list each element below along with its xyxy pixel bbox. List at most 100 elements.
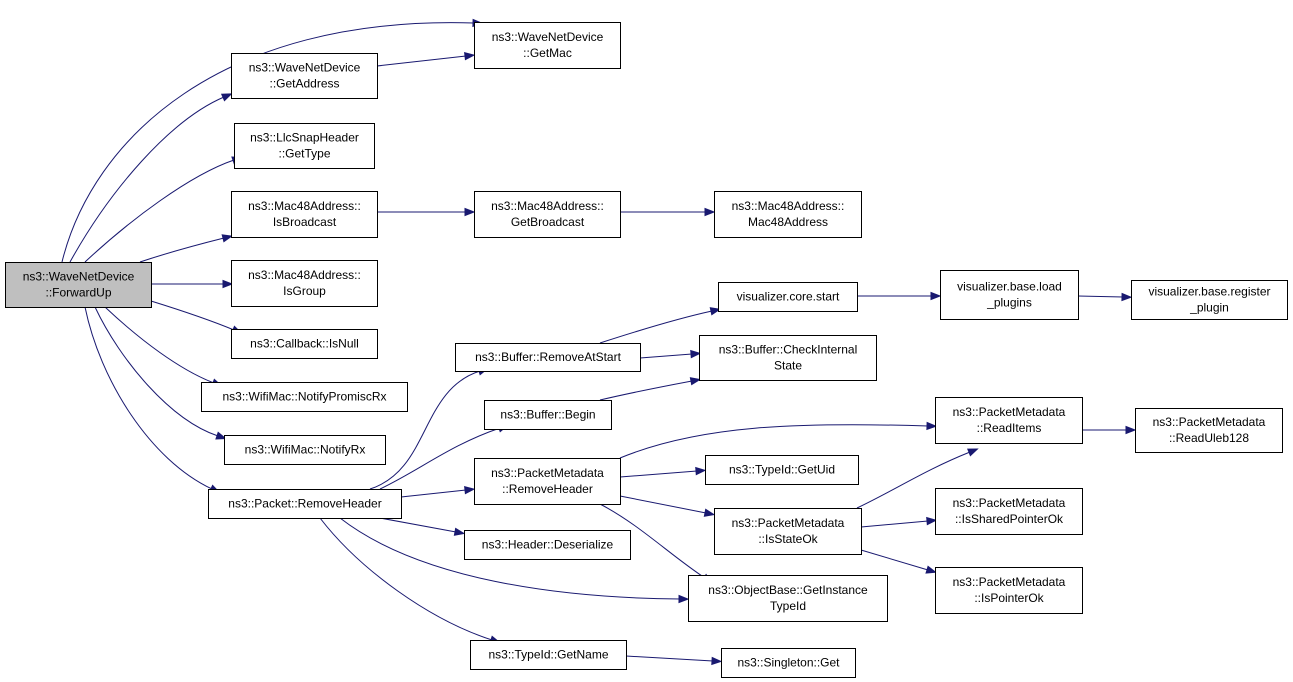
edge-line bbox=[619, 424, 929, 459]
node-label-line: ::GetMac bbox=[523, 46, 572, 60]
node-box bbox=[464, 530, 631, 560]
arrow-head bbox=[453, 527, 466, 536]
node-forwardup[interactable]: ns3::WaveNetDevice::ForwardUp bbox=[5, 262, 152, 308]
node-label-line: visualizer.base.register bbox=[1148, 285, 1270, 299]
node-label-line: ns3::Mac48Address:: bbox=[732, 199, 845, 213]
node-registerplugin[interactable]: visualizer.base.register _plugin bbox=[1131, 280, 1288, 320]
node-isbroadcast[interactable]: ns3::Mac48Address::IsBroadcast bbox=[231, 191, 378, 238]
node-box bbox=[231, 191, 378, 238]
edge-line bbox=[369, 370, 481, 490]
node-label-line: ns3::Buffer::RemoveAtStart bbox=[475, 350, 622, 364]
node-box bbox=[935, 567, 1083, 614]
edge-begin-to-checkinternal bbox=[599, 377, 702, 401]
node-box bbox=[470, 640, 627, 670]
node-label-line: ::ReadUleb128 bbox=[1169, 431, 1249, 445]
node-label-line: _plugins bbox=[986, 296, 1032, 310]
node-box bbox=[484, 400, 612, 430]
edge-getaddress-to-getmac bbox=[376, 51, 476, 67]
node-box bbox=[940, 270, 1079, 320]
node-box bbox=[1135, 408, 1283, 453]
node-readuleb[interactable]: ns3::PacketMetadata::ReadUleb128 bbox=[1135, 408, 1283, 453]
edge-pkt_removeheader-to-getinstancetypeid bbox=[339, 517, 690, 604]
node-deserialize[interactable]: ns3::Header::Deserialize bbox=[464, 530, 631, 560]
node-label-line: ns3::WaveNetDevice bbox=[249, 61, 361, 75]
edge-line bbox=[61, 22, 475, 263]
edge-isstateok-to-ispointerok bbox=[860, 549, 937, 574]
arrow-head bbox=[678, 594, 690, 604]
node-label-line: _plugin bbox=[1189, 301, 1229, 315]
arrow-head bbox=[703, 508, 716, 517]
node-notifyrx[interactable]: ns3::WifiMac::NotifyRx bbox=[224, 435, 386, 465]
edge-line bbox=[619, 495, 707, 514]
node-ispointerok[interactable]: ns3::PacketMetadata::IsPointerOk bbox=[935, 567, 1083, 614]
arrow-head bbox=[709, 307, 722, 316]
arrow-head bbox=[689, 377, 702, 386]
edge-line bbox=[376, 55, 467, 67]
node-pm_removeheader[interactable]: ns3::PacketMetadata::RemoveHeader bbox=[474, 458, 621, 505]
node-layer: ns3::WaveNetDevice::ForwardUpns3::WaveNe… bbox=[5, 22, 1288, 678]
edge-line bbox=[94, 306, 219, 437]
node-removeatstart[interactable]: ns3::Buffer::RemoveAtStart bbox=[455, 343, 641, 372]
node-box bbox=[231, 53, 378, 99]
node-box bbox=[688, 575, 888, 622]
edge-line bbox=[69, 96, 225, 263]
node-label-line: ::IsPointerOk bbox=[974, 591, 1044, 605]
node-label-line: ns3::PacketMetadata bbox=[953, 405, 1066, 419]
edge-line bbox=[599, 380, 693, 401]
edge-forwardup-to-isgroup bbox=[151, 279, 234, 289]
node-singletonget[interactable]: ns3::Singleton::Get bbox=[721, 648, 856, 678]
node-label-line: ns3::Packet::RemoveHeader bbox=[228, 497, 381, 511]
edge-pm_removeheader-to-getuid bbox=[619, 466, 707, 478]
node-label-line: ::RemoveHeader bbox=[502, 482, 593, 496]
node-label-line: State bbox=[774, 359, 802, 373]
arrow-head bbox=[690, 349, 702, 359]
node-loadplugins[interactable]: visualizer.base.load _plugins bbox=[940, 270, 1079, 320]
node-issharedptr[interactable]: ns3::PacketMetadata::IsSharedPointerOk bbox=[935, 488, 1083, 535]
node-readitems[interactable]: ns3::PacketMetadata::ReadItems bbox=[935, 397, 1083, 444]
node-getaddress[interactable]: ns3::WaveNetDevice::GetAddress bbox=[231, 53, 378, 99]
node-corestart[interactable]: visualizer.core.start bbox=[718, 282, 858, 312]
node-pkt_removeheader[interactable]: ns3::Packet::RemoveHeader bbox=[208, 489, 402, 519]
node-begin[interactable]: ns3::Buffer::Begin bbox=[484, 400, 612, 430]
node-box bbox=[721, 648, 856, 678]
node-isnull[interactable]: ns3::Callback::IsNull bbox=[231, 329, 378, 359]
arrow-head bbox=[221, 234, 234, 243]
node-gettype[interactable]: ns3::LlcSnapHeader::GetType bbox=[234, 123, 375, 169]
node-label-line: ns3::ObjectBase::GetInstance bbox=[708, 583, 868, 597]
node-label-line: IsGroup bbox=[283, 284, 326, 298]
node-isstateok[interactable]: ns3::PacketMetadata::IsStateOk bbox=[714, 508, 862, 555]
node-label-line: ::ForwardUp bbox=[45, 286, 111, 300]
node-label-line: GetBroadcast bbox=[511, 215, 585, 229]
node-label-line: ns3::TypeId::GetName bbox=[488, 648, 608, 662]
edge-line bbox=[379, 517, 457, 533]
edge-line bbox=[400, 489, 467, 498]
node-mac48ctor[interactable]: ns3::Mac48Address::Mac48Address bbox=[714, 191, 862, 238]
edge-pkt_removeheader-to-pm_removeheader bbox=[400, 485, 476, 498]
node-label-line: IsBroadcast bbox=[273, 215, 337, 229]
arrow-head bbox=[711, 656, 723, 666]
node-label-line: ::IsSharedPointerOk bbox=[955, 512, 1064, 526]
edge-getbroadcast-to-mac48ctor bbox=[620, 207, 716, 217]
edge-line bbox=[860, 520, 929, 528]
node-getname[interactable]: ns3::TypeId::GetName bbox=[470, 640, 627, 670]
arrow-head bbox=[220, 93, 233, 102]
node-label-line: visualizer.base.load bbox=[957, 280, 1062, 294]
node-notifypromiscrx[interactable]: ns3::WifiMac::NotifyPromiscRx bbox=[201, 382, 408, 412]
edge-corestart-to-loadplugins bbox=[857, 291, 942, 301]
arrow-head bbox=[695, 466, 707, 476]
arrow-head bbox=[704, 207, 716, 217]
edge-pm_removeheader-to-readitems bbox=[619, 421, 938, 459]
edge-forwardup-to-getaddress bbox=[69, 93, 233, 263]
edge-forwardup-to-isbroadcast bbox=[139, 234, 234, 263]
node-isgroup[interactable]: ns3::Mac48Address::IsGroup bbox=[231, 260, 378, 307]
node-box bbox=[935, 488, 1083, 535]
node-getbroadcast[interactable]: ns3::Mac48Address::GetBroadcast bbox=[474, 191, 621, 238]
edge-pm_removeheader-to-isstateok bbox=[619, 495, 716, 517]
arrow-head bbox=[967, 448, 979, 457]
node-label-line: ::IsStateOk bbox=[758, 532, 818, 546]
node-getmac[interactable]: ns3::WaveNetDevice::GetMac bbox=[474, 22, 621, 69]
node-getuid[interactable]: ns3::TypeId::GetUid bbox=[705, 455, 859, 485]
edge-line bbox=[84, 159, 235, 263]
